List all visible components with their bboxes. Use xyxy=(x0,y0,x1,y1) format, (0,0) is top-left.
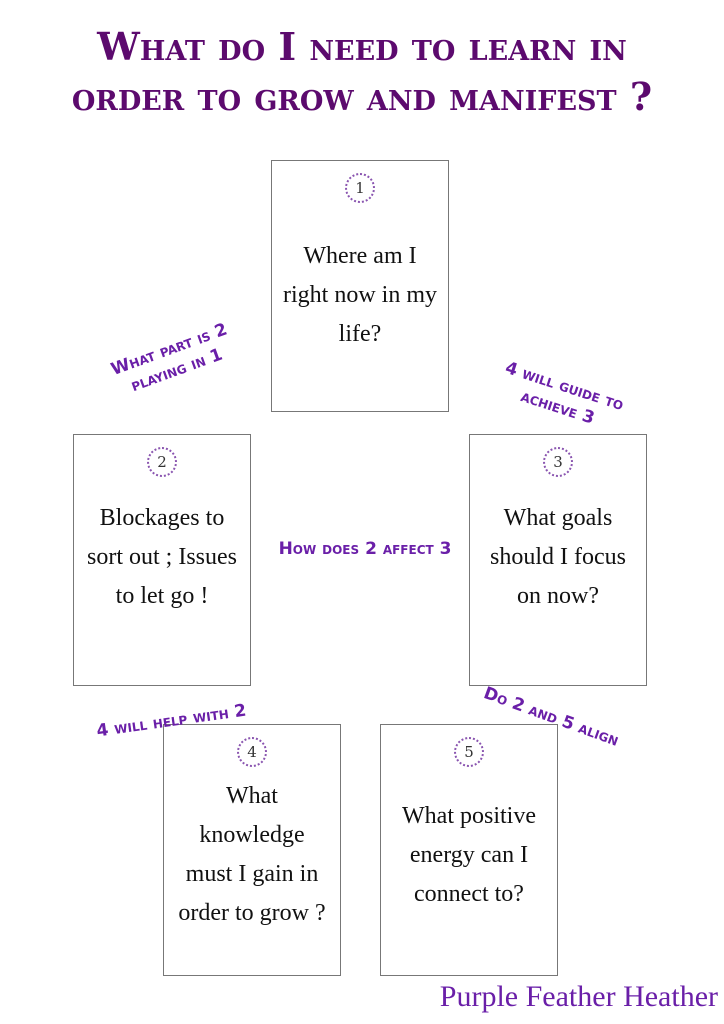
card-1: 1 Where am I right now in my life? xyxy=(271,160,449,412)
note-2-in-1: What part is 2 playing in 1 xyxy=(108,319,230,397)
card-number-badge: 4 xyxy=(237,737,267,767)
card-5: 5 What positive energy can I connect to? xyxy=(380,724,558,976)
card-question: What positive energy can I connect to? xyxy=(402,803,536,907)
card-number-badge: 2 xyxy=(147,447,177,477)
page-title: What do I need to learn in order to grow… xyxy=(0,22,724,122)
card-3: 3 What goals should I focus on now? xyxy=(469,434,647,686)
card-question: What knowledge must I gain in order to g… xyxy=(178,783,326,926)
card-2: 2 Blockages to sort out ; Issues to let … xyxy=(73,434,251,686)
title-line-1: What do I need to learn in xyxy=(97,24,627,69)
card-number-badge: 1 xyxy=(345,173,375,203)
card-question: Blockages to sort out ; Issues to let go… xyxy=(87,505,237,609)
card-question: Where am I right now in my life? xyxy=(283,243,437,347)
card-4: 4 What knowledge must I gain in order to… xyxy=(163,724,341,976)
note-4-guide-3: 4 will guide to achieve 3 xyxy=(502,357,627,429)
signature: Purple Feather Heather xyxy=(439,980,718,1013)
title-line-2: order to grow and manifest ? xyxy=(71,74,653,119)
card-number-badge: 5 xyxy=(454,737,484,767)
card-number-badge: 3 xyxy=(543,447,573,477)
note-2-affect-3: How does 2 affect 3 xyxy=(278,539,452,559)
card-question: What goals should I focus on now? xyxy=(490,505,626,609)
